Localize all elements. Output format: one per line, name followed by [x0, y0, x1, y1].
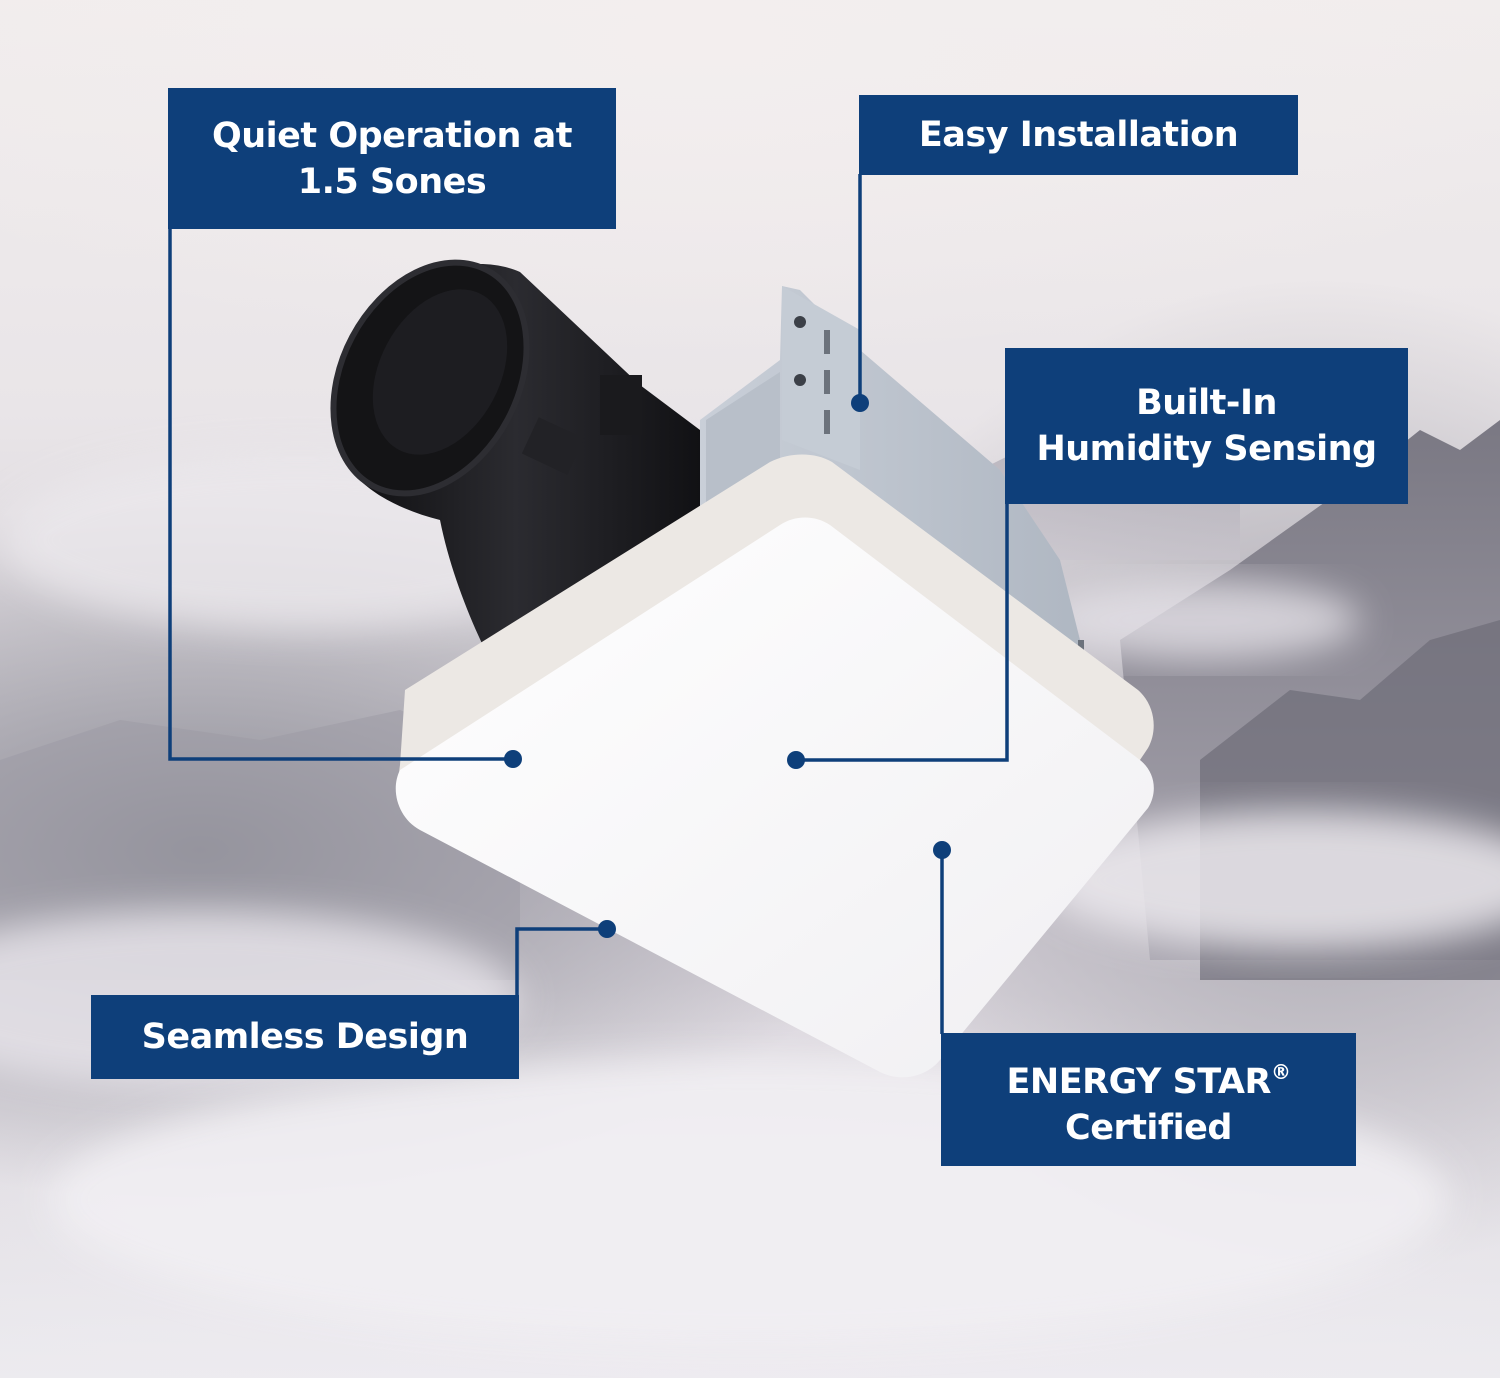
mount-hole [794, 374, 806, 386]
callout-easy-line1: Easy Installation [918, 115, 1239, 155]
dot-energy [933, 841, 951, 859]
dot-humidity [787, 751, 805, 769]
mount-hole [794, 316, 806, 328]
callout-energy-line2: Certified [1065, 1107, 1232, 1148]
callout-energy-line1-wrap: ENERGY STAR® [1007, 1049, 1291, 1105]
callout-seamless-text: Seamless Design [142, 1014, 469, 1060]
cloud [1040, 580, 1360, 660]
callout-easy-installation: Easy Installation [859, 95, 1298, 175]
callout-energy-text: ENERGY STAR® Certified [1007, 1049, 1291, 1151]
callout-dots [504, 394, 951, 938]
duct-tab [521, 417, 585, 475]
callout-quiet-text: Quiet Operation at 1.5 Sones [212, 113, 572, 205]
callout-quiet-line2: 1.5 Sones [297, 161, 487, 202]
bracket-slot [824, 410, 830, 434]
callout-quiet-operation: Quiet Operation at 1.5 Sones [168, 88, 616, 229]
mounting-bracket [782, 286, 860, 470]
bracket-slot [824, 330, 830, 354]
callout-easy-text: Easy Installation [918, 112, 1239, 158]
connector-humidity [796, 503, 1009, 762]
registered-mark: ® [1270, 1059, 1291, 1084]
callout-energy-star: ENERGY STAR® Certified [941, 1033, 1356, 1166]
grille-face [395, 517, 1154, 1078]
bathroom-exhaust-fan-icon [330, 259, 1154, 1078]
callout-seamless-line1: Seamless Design [141, 1017, 469, 1057]
dot-quiet [504, 750, 522, 768]
callout-humidity-text: Built-In Humidity Sensing [1036, 380, 1377, 472]
duct-tab [600, 375, 642, 435]
callout-energy-line1: ENERGY STAR [1006, 1061, 1272, 1102]
callout-seamless-design: Seamless Design [91, 995, 519, 1079]
connector-seamless [515, 927, 607, 996]
callout-humidity-sensing: Built-In Humidity Sensing [1005, 348, 1408, 504]
cloud [1040, 810, 1500, 950]
callout-humidity-line2: Humidity Sensing [1036, 429, 1377, 469]
callout-quiet-line1: Quiet Operation at [212, 115, 572, 156]
callout-connectors [168, 174, 1009, 1034]
dot-easy [851, 394, 869, 412]
callout-humidity-line1: Built-In [1136, 383, 1277, 423]
bracket-slot [824, 370, 830, 394]
duct-inner [372, 289, 508, 455]
dot-seamless [598, 920, 616, 938]
connector-quiet [168, 228, 513, 761]
